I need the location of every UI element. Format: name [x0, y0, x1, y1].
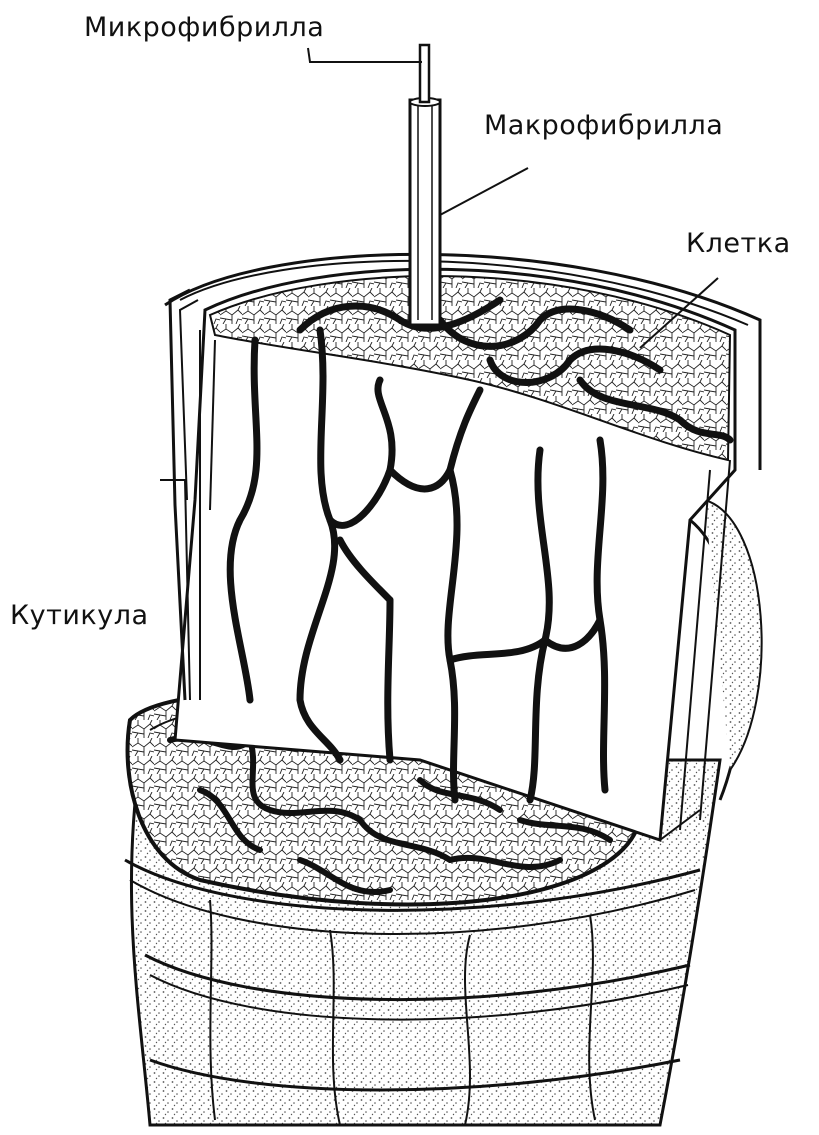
label-microfibril: Микрофибрилла [84, 12, 324, 43]
macrofibril-rod [410, 98, 440, 325]
leader-macrofibril [440, 168, 528, 215]
label-cell: Клетка [686, 228, 791, 259]
microfibril-rod [420, 45, 429, 102]
label-cuticle: Кутикула [10, 600, 149, 631]
label-macrofibril: Макрофибрилла [484, 110, 723, 141]
leader-microfibril [308, 48, 422, 62]
